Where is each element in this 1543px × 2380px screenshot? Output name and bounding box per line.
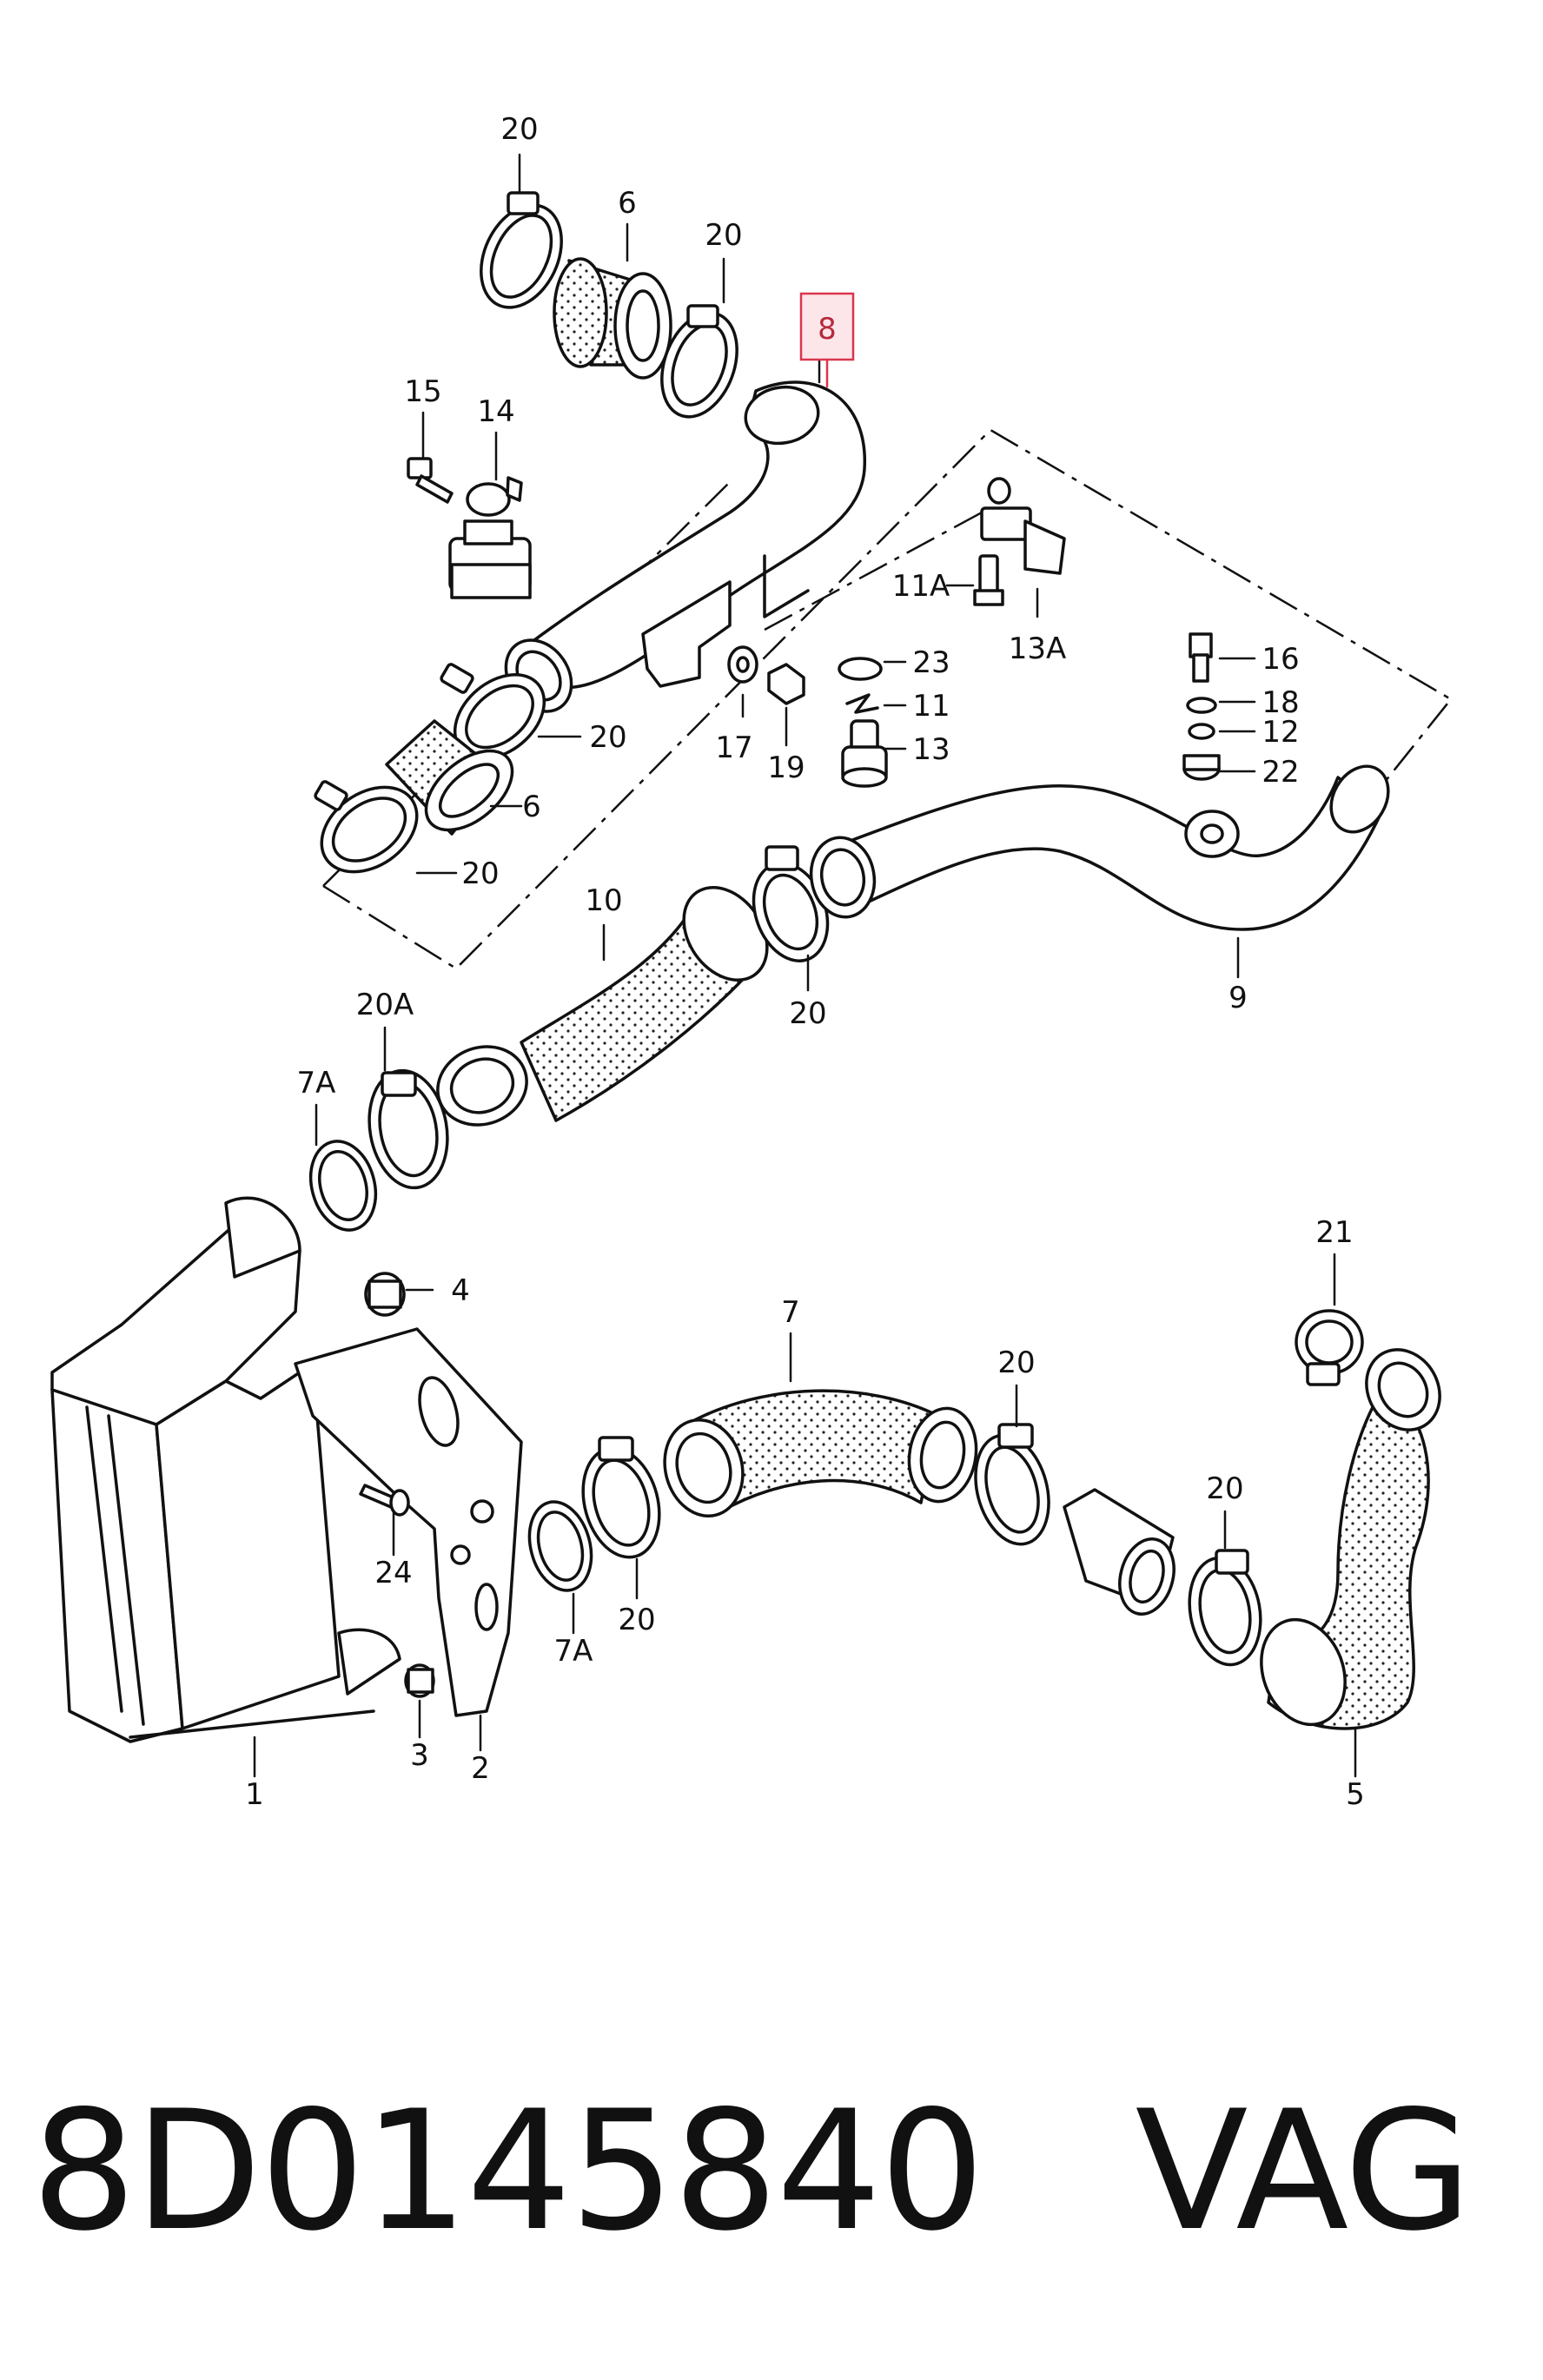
clip-11	[845, 693, 879, 714]
label-7A-lower: 7A	[554, 1634, 593, 1669]
label-13A: 13A	[1009, 631, 1067, 666]
label-20A: 20A	[356, 988, 414, 1022]
label-19: 19	[767, 750, 805, 785]
mounting-bracket-2	[294, 1327, 523, 1717]
charge-air-pipe-9	[809, 764, 1390, 931]
hose-clamp-20-lower-left	[314, 780, 419, 874]
assembly-boundary-inner	[764, 511, 983, 631]
label-7: 7	[781, 1295, 800, 1330]
charge-air-pipe-8	[504, 380, 866, 713]
hose-sleeve-6-lower	[385, 719, 514, 836]
label-20-right-lower: 20	[997, 1345, 1035, 1380]
hose-clamp-20-far-right	[1188, 1549, 1262, 1667]
hose-clamp-20-top	[480, 191, 563, 309]
label-23: 23	[912, 645, 950, 680]
charge-air-hose-5	[1260, 1348, 1441, 1730]
pin-24	[359, 1484, 410, 1517]
label-16: 16	[1262, 642, 1299, 677]
bolt-16	[1189, 632, 1213, 683]
label-22: 22	[1262, 755, 1299, 790]
leader-lines	[253, 153, 1357, 1778]
label-12: 12	[1262, 715, 1299, 750]
part-number-footer: 8D0145840 VAG	[31, 2067, 1508, 2276]
part-number: 8D0145840	[31, 2075, 984, 2267]
label-20-top: 20	[500, 112, 538, 147]
o-ring-7A-lower	[527, 1500, 593, 1592]
hose-clamp-20-lower-center	[581, 1436, 661, 1559]
o-ring-7A-upper	[308, 1140, 378, 1232]
hose-clamp-20-right-lower	[974, 1423, 1050, 1546]
rubber-mount-22	[1182, 754, 1221, 781]
temperature-sensor-13	[841, 719, 888, 788]
label-24: 24	[374, 1556, 412, 1590]
label-10: 10	[585, 883, 622, 918]
label-7A-upper: 7A	[297, 1066, 336, 1101]
label-20-second: 20	[705, 218, 742, 253]
label-11A: 11A	[892, 569, 950, 604]
label-1: 1	[245, 1777, 264, 1812]
label-21: 21	[1315, 1215, 1353, 1250]
bolt-15	[407, 457, 454, 504]
rubber-mount-4	[364, 1272, 406, 1317]
o-ring-23	[838, 657, 883, 681]
brand-name: VAG	[1135, 2075, 1473, 2267]
highlight-box-part-8	[799, 292, 855, 361]
label-5: 5	[1346, 1777, 1365, 1812]
part-labels: 20 6 20 15 14 11A 13A 23 11 13 16 18 12 …	[245, 112, 1365, 1812]
hose-sleeve-right	[1063, 1488, 1175, 1616]
label-13: 13	[912, 732, 950, 767]
label-2: 2	[471, 1751, 490, 1786]
label-6-top: 6	[618, 186, 637, 221]
label-20-far-right: 20	[1206, 1471, 1243, 1506]
hose-clamp-20A	[368, 1068, 449, 1190]
label-17: 17	[715, 731, 752, 765]
hose-clamp-20-mid	[440, 663, 546, 761]
rubber-mount-3	[404, 1663, 435, 1698]
label-9: 9	[1228, 981, 1248, 1015]
label-20-mid: 20	[589, 720, 626, 755]
washer-18	[1186, 697, 1217, 714]
hose-clamp-20-second	[660, 304, 738, 419]
pressure-valve-14	[448, 476, 532, 599]
nut-19	[767, 663, 805, 705]
sensor-13A	[980, 477, 1066, 575]
label-14: 14	[477, 394, 514, 429]
label-20-lower-center: 20	[618, 1603, 655, 1637]
label-11: 11	[912, 689, 950, 724]
label-20-center: 20	[789, 996, 826, 1031]
label-15: 15	[404, 374, 441, 409]
washer-17	[727, 645, 758, 684]
label-20-lower-left: 20	[461, 856, 499, 891]
label-8-highlighted[interactable]: 8	[818, 312, 837, 347]
label-6-lower: 6	[522, 790, 541, 824]
label-18: 18	[1262, 685, 1299, 720]
hose-clamp-21	[1295, 1309, 1364, 1386]
label-4: 4	[451, 1273, 470, 1308]
bolt-11A	[973, 554, 1004, 606]
charge-air-hose-7	[663, 1389, 978, 1518]
label-3: 3	[410, 1738, 429, 1773]
intercooler-1	[50, 1196, 401, 1743]
hose-sleeve-6-top	[553, 257, 672, 380]
spacer-12	[1188, 723, 1215, 740]
